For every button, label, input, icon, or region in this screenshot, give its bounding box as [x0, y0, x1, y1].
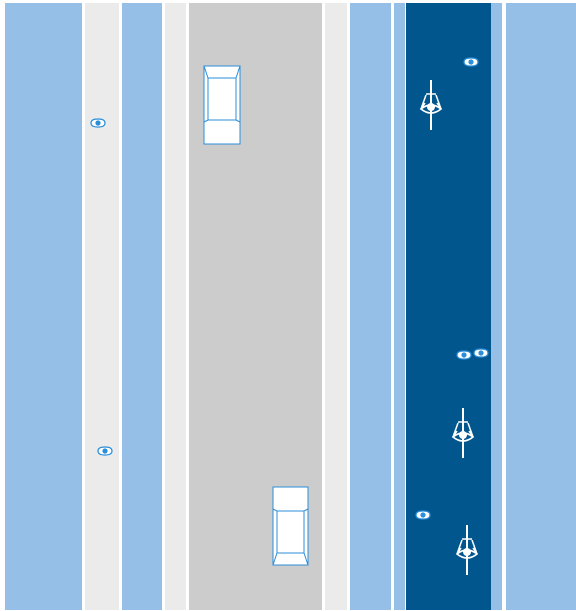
zone-right-gutter [325, 3, 347, 610]
zone-right-planting [350, 3, 391, 610]
cyclist-2 [451, 408, 475, 458]
cyclist-1 [419, 80, 443, 130]
zone-left-sidewalk [85, 3, 119, 610]
zone-right-buffer [506, 3, 576, 610]
cyclist-3 [455, 525, 479, 575]
vehicle-car-1 [203, 65, 241, 145]
pedestrian-5 [473, 348, 489, 358]
pedestrian-1 [90, 118, 106, 128]
pedestrian-4 [456, 350, 472, 360]
pedestrian-3 [463, 57, 479, 67]
zone-bike-buffer [394, 3, 405, 610]
zone-left-planting [122, 3, 162, 610]
zone-left-buffer [5, 3, 82, 610]
pedestrian-2 [97, 446, 113, 456]
zone-bike-edge [491, 3, 502, 610]
vehicle-car-2 [272, 486, 309, 566]
zone-bike-lane [406, 3, 491, 610]
zone-left-gutter [165, 3, 186, 610]
pedestrian-6 [415, 510, 431, 520]
